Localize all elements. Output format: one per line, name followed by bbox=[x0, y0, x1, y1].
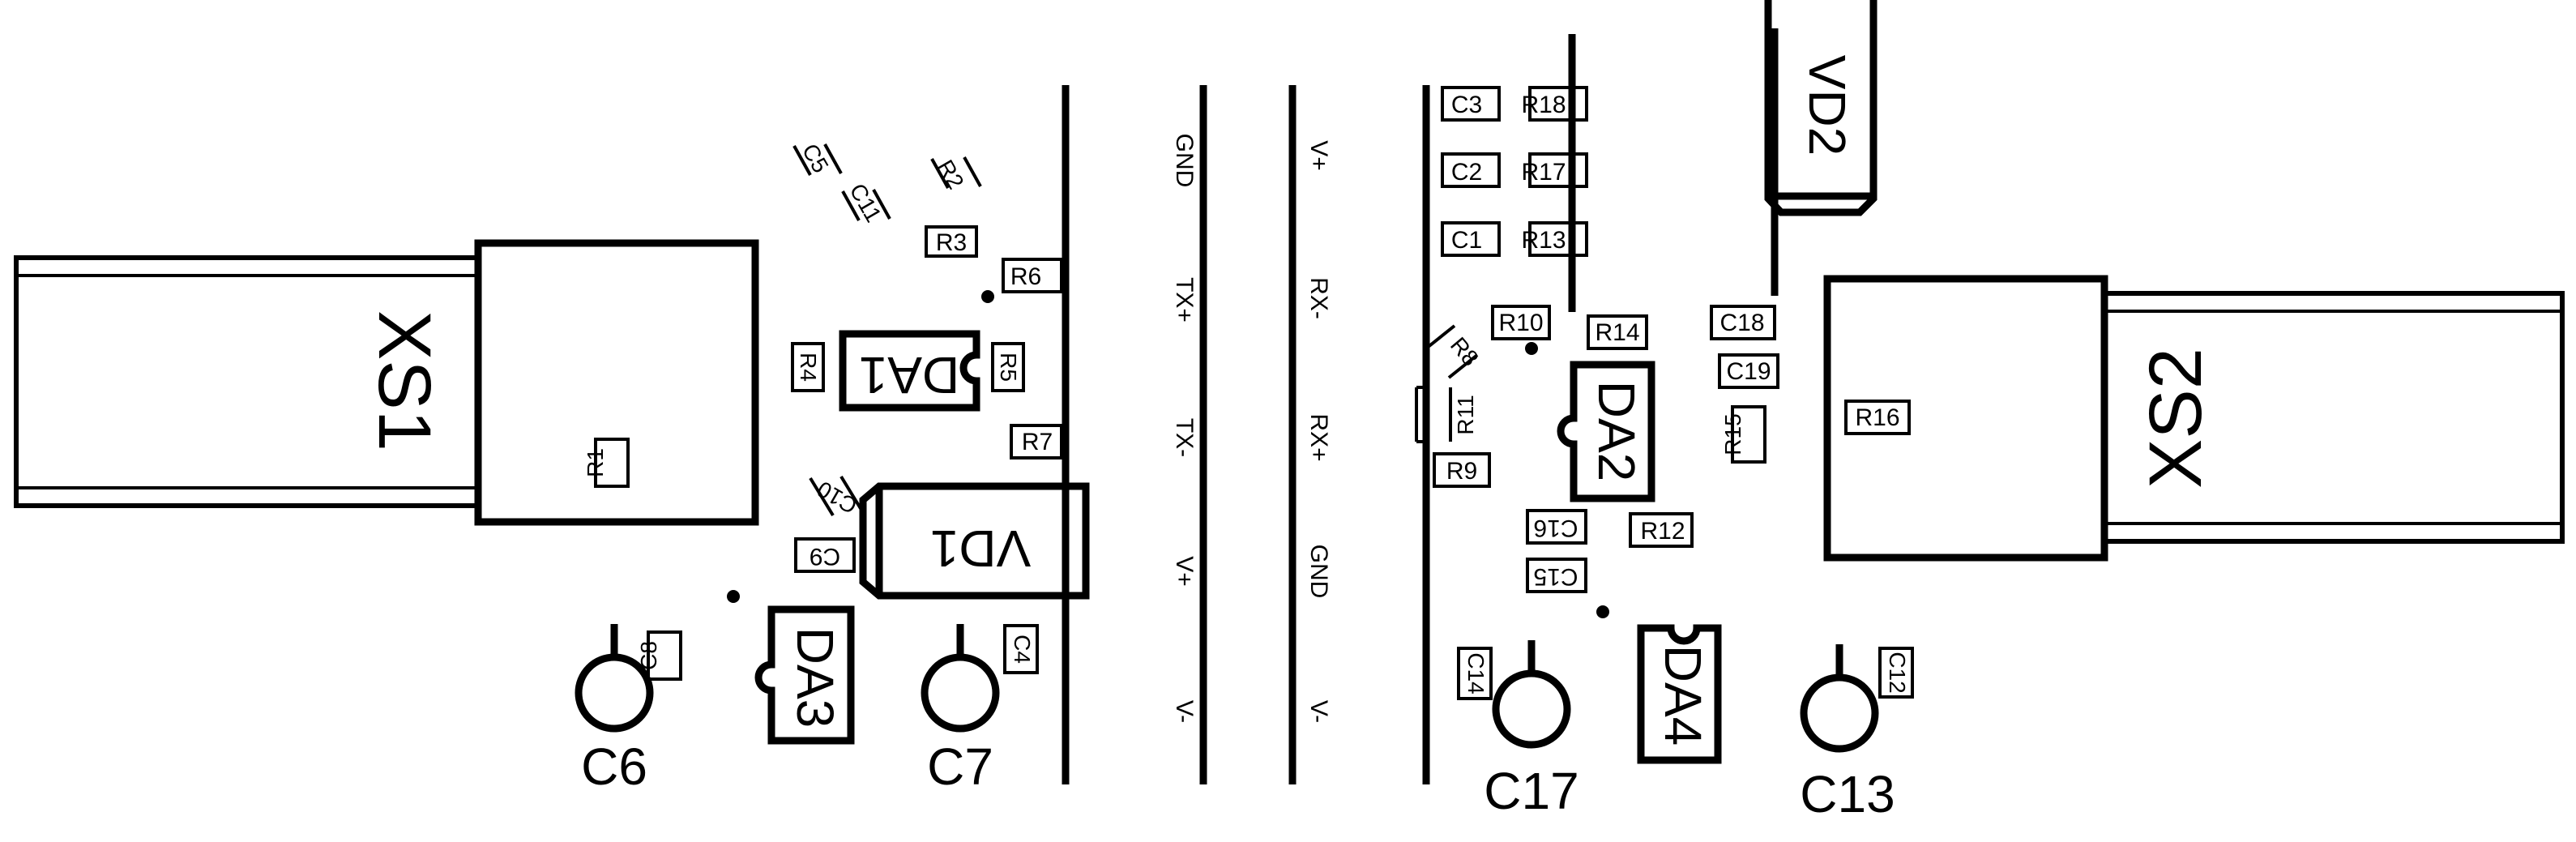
c16-label: C16 bbox=[1533, 515, 1578, 541]
vd1-label: VD1 bbox=[930, 519, 1032, 578]
bus-right-v-plus: V+ bbox=[1305, 140, 1332, 171]
bus-lines bbox=[1062, 85, 1430, 784]
r16-label: R16 bbox=[1855, 404, 1899, 431]
bus-left-tx-minus: TX- bbox=[1171, 418, 1198, 457]
ic-da2: R14 DA2 R12 C16 C15 bbox=[1526, 314, 1694, 593]
c19-label: C19 bbox=[1726, 358, 1771, 385]
capacitor-c6: C8 C6 bbox=[575, 624, 682, 796]
r11-label: R11 bbox=[1453, 395, 1478, 434]
r17-label: R17 bbox=[1521, 159, 1566, 186]
ic-da1: DA1 bbox=[839, 330, 980, 412]
ic-da3: DA3 bbox=[727, 590, 855, 745]
bus-right-rx-minus: RX- bbox=[1305, 277, 1332, 319]
capacitor-c13: C12 C13 bbox=[1800, 644, 1914, 823]
c7-label: C7 bbox=[927, 737, 993, 796]
r15-label: R15 bbox=[1720, 413, 1745, 455]
r10-label: R10 bbox=[1498, 310, 1543, 336]
r8-label: R8 bbox=[1446, 332, 1484, 370]
c17-label: C17 bbox=[1484, 762, 1578, 820]
da3-label: DA3 bbox=[786, 627, 844, 729]
r7-label: R7 bbox=[1022, 429, 1053, 455]
c8-label: C8 bbox=[636, 641, 661, 670]
c6-label: C6 bbox=[581, 737, 647, 796]
bus-labels-left: GND TX+ TX- V+ V- bbox=[1171, 134, 1198, 724]
bus-right-gnd: GND bbox=[1305, 545, 1332, 599]
xs2-label: XS2 bbox=[2134, 348, 2217, 489]
bus-left-v-minus: V- bbox=[1171, 700, 1198, 723]
bus-labels-right: V+ RX- RX+ GND V- bbox=[1305, 140, 1332, 723]
capacitor-c7: C4 C7 bbox=[921, 624, 1039, 796]
r3-label: R3 bbox=[936, 229, 967, 256]
diode-vd1: VD1 C9 C10 bbox=[794, 475, 1090, 600]
c3-label: C3 bbox=[1451, 92, 1482, 118]
da4-label: DA4 bbox=[1654, 645, 1712, 746]
upper-right-passives: C3 R18 C2 R17 C1 R13 R10 R8 R11 R9 bbox=[1415, 34, 1588, 488]
r13-label: R13 bbox=[1521, 227, 1566, 254]
c13-label: C13 bbox=[1800, 765, 1895, 823]
r4-label: R4 bbox=[796, 353, 821, 382]
connector-xs2: XS2 R16 bbox=[1823, 275, 2565, 562]
r9-label: R9 bbox=[1446, 458, 1477, 485]
r12-label: R12 bbox=[1640, 518, 1685, 545]
c12-label: C12 bbox=[1885, 652, 1910, 693]
bus-right-rx-plus: RX+ bbox=[1305, 413, 1332, 461]
c2-label: C2 bbox=[1451, 159, 1482, 186]
vd2-label: VD2 bbox=[1798, 55, 1856, 156]
capacitor-c17: C14 C17 bbox=[1457, 640, 1579, 820]
c18-label: C18 bbox=[1719, 310, 1764, 336]
c14-label: C14 bbox=[1463, 652, 1489, 694]
bus-left-tx-plus: TX+ bbox=[1171, 277, 1198, 323]
bus-right-v-minus: V- bbox=[1305, 700, 1332, 723]
ic-da4: DA4 bbox=[1596, 605, 1722, 764]
c4-label: C4 bbox=[1010, 635, 1035, 664]
c15-label: C15 bbox=[1533, 563, 1578, 590]
r6-label: R6 bbox=[1010, 263, 1041, 290]
connector-xs1: XS1 R1 bbox=[14, 239, 759, 526]
da2-label: DA2 bbox=[1587, 381, 1646, 482]
xs1-label: XS1 bbox=[363, 310, 446, 451]
da1-label: DA1 bbox=[859, 346, 960, 404]
diode-vd2: VD2 C18 C19 R15 bbox=[1710, 0, 1878, 464]
r1-label: R1 bbox=[583, 448, 608, 477]
c9-label: C9 bbox=[810, 543, 840, 570]
r18-label: R18 bbox=[1521, 92, 1566, 118]
r2-label: R2 bbox=[933, 156, 969, 194]
c1-label: C1 bbox=[1451, 227, 1482, 254]
bus-left-gnd: GND bbox=[1171, 134, 1198, 188]
c10-label: C10 bbox=[813, 477, 861, 519]
bus-left-v-plus: V+ bbox=[1171, 556, 1198, 587]
r14-label: R14 bbox=[1595, 319, 1639, 346]
r5-label: R5 bbox=[996, 353, 1021, 382]
